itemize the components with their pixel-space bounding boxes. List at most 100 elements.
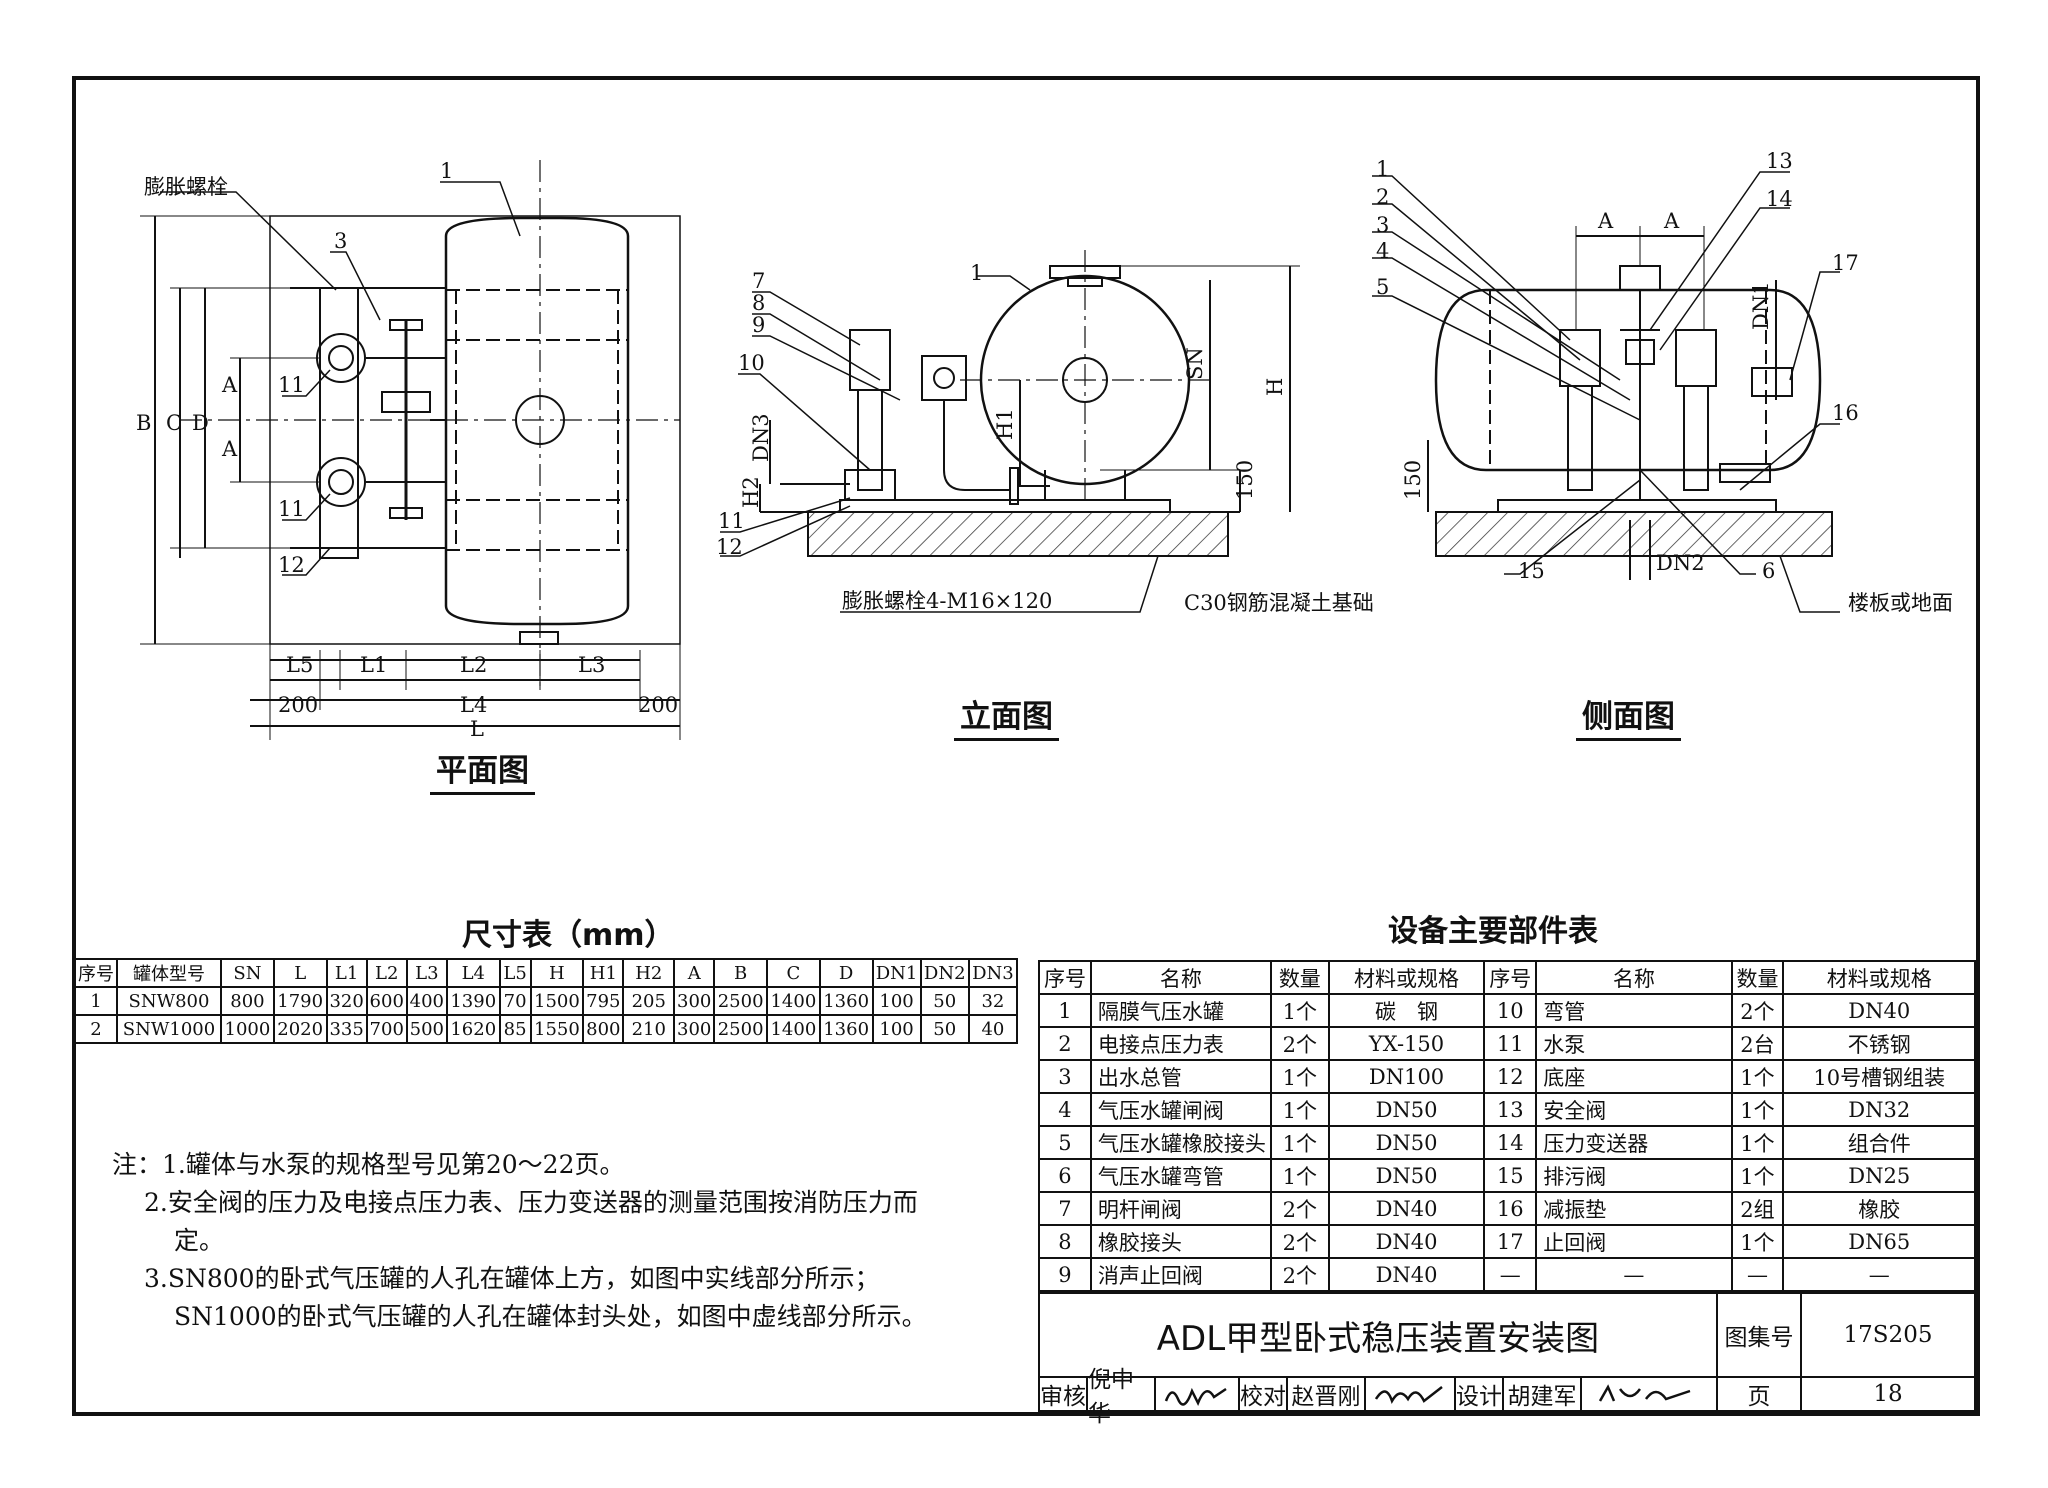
cell: 50 <box>919 1014 970 1044</box>
cell: 电接点压力表 <box>1089 1026 1272 1061</box>
cell: 2020 <box>272 1014 328 1044</box>
cell: 安全阀 <box>1535 1092 1733 1127</box>
dim-th: L3 <box>405 958 448 988</box>
cell: 压力变送器 <box>1535 1125 1733 1160</box>
cell: DN50 <box>1327 1092 1486 1127</box>
side-foundation <box>1435 511 1833 557</box>
callout-floor: 楼板或地面 <box>1848 591 1953 615</box>
item-no-6: 6 <box>1762 559 1775 583</box>
elevation-base <box>839 499 1171 513</box>
elevation-view-title: 立面图 <box>954 698 1059 741</box>
note-text: 1.罐体与水泵的规格型号见第20～22页。 <box>162 1150 625 1179</box>
dim-th: DN3 <box>967 958 1019 988</box>
item-no-10: 10 <box>738 351 765 375</box>
cell: 止回阀 <box>1535 1224 1733 1259</box>
cell: 500 <box>405 1014 448 1044</box>
designer: 胡建军 <box>1502 1376 1582 1412</box>
cell: 1360 <box>818 986 874 1016</box>
cell: 1000 <box>220 1014 275 1044</box>
dim-th: L4 <box>445 958 501 988</box>
cell: 40 <box>967 1014 1019 1044</box>
cell: 2个 <box>1730 993 1785 1028</box>
cell: 15 <box>1483 1158 1538 1193</box>
cell: 2500 <box>713 986 768 1016</box>
cell: 弯管 <box>1535 993 1733 1028</box>
dim-table-title: 尺寸表（mm） <box>462 918 675 953</box>
callout-expansion-bolt: 膨胀螺栓 <box>144 175 228 199</box>
cell: 32 <box>967 986 1019 1016</box>
design-label: 设计 <box>1454 1376 1504 1412</box>
cell: 8 <box>1038 1224 1092 1259</box>
dim-th: C <box>766 958 821 988</box>
dim-A-side-right: A <box>1663 209 1680 233</box>
checker: 赵晋刚 <box>1286 1376 1366 1412</box>
parts-table-title: 设备主要部件表 <box>1388 914 1598 949</box>
cell: 7 <box>1038 1191 1092 1226</box>
dim-th: B <box>713 958 768 988</box>
dim-th: L2 <box>365 958 408 988</box>
note-2: 2.安全阀的压力及电接点压力表、压力变送器的测量范围按消防压力而定。 <box>144 1188 918 1255</box>
cell: 1400 <box>766 986 821 1016</box>
item-no-1-plan: 1 <box>440 159 453 183</box>
cell: 1400 <box>766 1014 821 1044</box>
cell: 1 <box>1038 993 1092 1028</box>
cell: — <box>1730 1257 1785 1292</box>
dim-200-right: 200 <box>638 693 678 717</box>
side-view <box>1372 171 1840 613</box>
cell: 2个 <box>1269 1191 1330 1226</box>
dim-th: 罐体型号 <box>115 958 223 988</box>
cell: DN25 <box>1782 1158 1976 1193</box>
cell: 85 <box>498 1014 532 1044</box>
dim-H2: H2 <box>739 476 763 508</box>
cell: 1个 <box>1269 1092 1330 1127</box>
elevation-valve <box>921 355 967 401</box>
dim-L1: L1 <box>360 653 387 677</box>
dim-L4: L4 <box>460 693 487 717</box>
cell: 9 <box>1038 1257 1092 1292</box>
dim-th: 序号 <box>74 958 118 988</box>
dim-H: H <box>1263 378 1287 396</box>
title-block: ADL甲型卧式稳压装置安装图 图集号 17S205 审核 倪中华 校对 赵晋刚 … <box>1038 1292 1976 1427</box>
cell: 1个 <box>1730 1224 1785 1259</box>
dim-A-upper: A <box>221 373 238 397</box>
cell: 组合件 <box>1782 1125 1976 1160</box>
cell: 1550 <box>529 1014 585 1044</box>
dim-150-elev: 150 <box>1233 460 1257 500</box>
review-signature <box>1154 1376 1240 1412</box>
cell: 800 <box>582 1014 625 1044</box>
cell: 2 <box>74 1014 118 1044</box>
item-no-13: 13 <box>1766 149 1793 173</box>
item-no-16: 16 <box>1832 401 1859 425</box>
cell: 6 <box>1038 1158 1092 1193</box>
cell: 水泵 <box>1535 1026 1733 1061</box>
cell: 2个 <box>1269 1026 1330 1061</box>
dim-th: DN2 <box>919 958 970 988</box>
cell: 50 <box>919 986 970 1016</box>
cell: DN40 <box>1782 993 1976 1028</box>
cell: 橡胶接头 <box>1089 1224 1272 1259</box>
parts-th: 材料或规格 <box>1327 960 1486 995</box>
dim-A-lower: A <box>221 437 238 461</box>
item-no-1-elev: 1 <box>970 261 983 285</box>
cell: 出水总管 <box>1089 1059 1272 1094</box>
cell: 800 <box>220 986 275 1016</box>
cell: 排污阀 <box>1535 1158 1733 1193</box>
cell: — <box>1535 1257 1733 1292</box>
notes: 注：1.罐体与水泵的规格型号见第20～22页。 2.安全阀的压力及电接点压力表、… <box>112 1146 952 1336</box>
cell: 1790 <box>272 986 328 1016</box>
cell: 1个 <box>1269 993 1330 1028</box>
item-no-3-plan: 3 <box>334 229 347 253</box>
parts-th: 序号 <box>1038 960 1092 995</box>
cell: 2台 <box>1730 1026 1785 1061</box>
dimension-table: 序号 罐体型号 SN L L1 L2 L3 L4 L5 H H1 H2 A B … <box>74 958 1019 1044</box>
